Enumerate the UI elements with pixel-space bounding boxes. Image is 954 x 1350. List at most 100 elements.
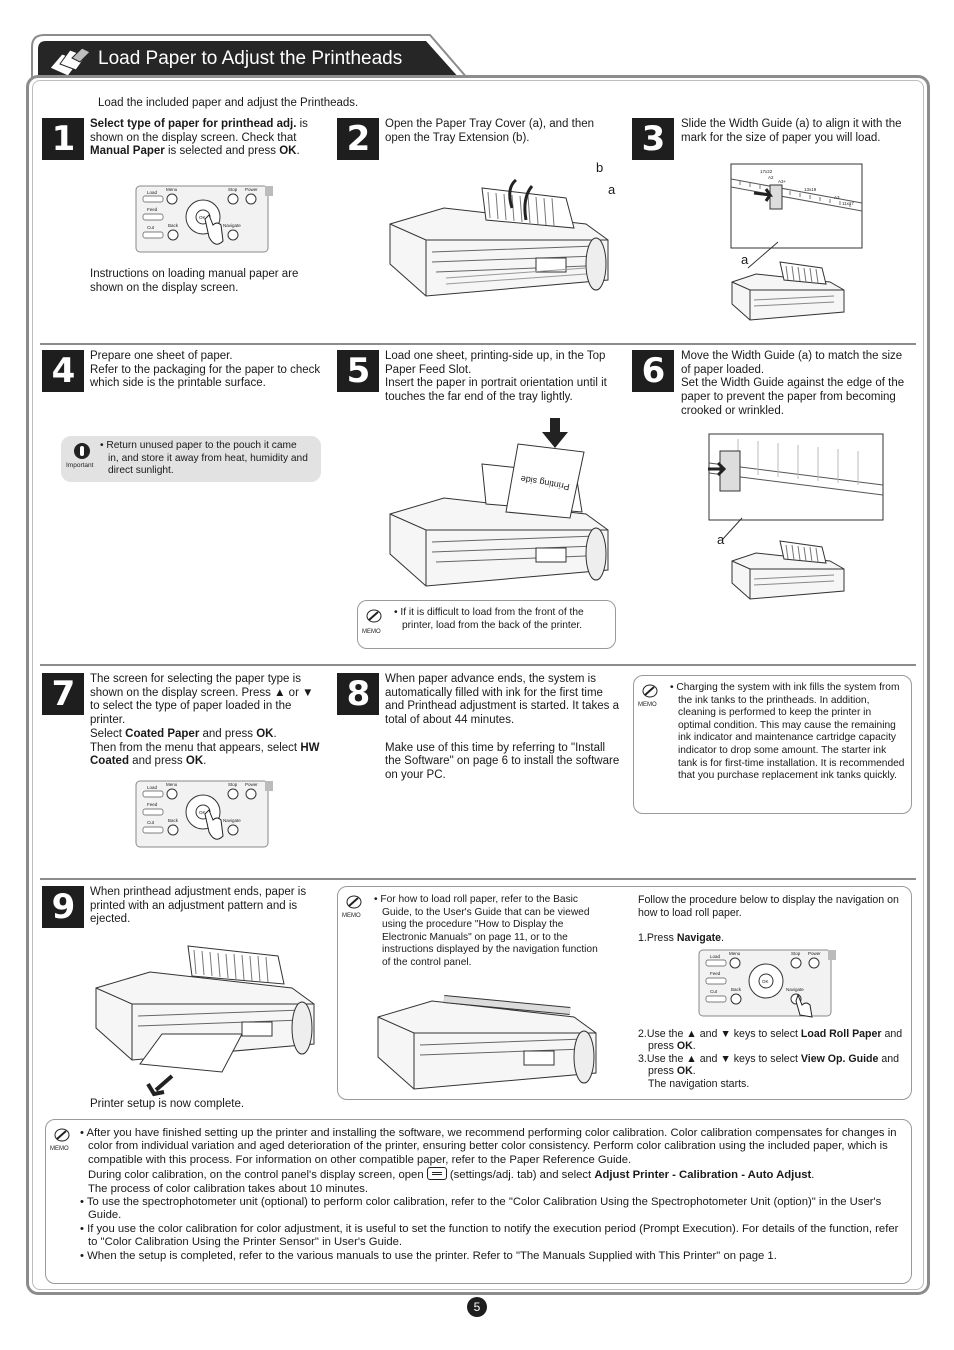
step-8-text: When paper advance ends, the system is a… (385, 673, 620, 783)
important-label: Important (66, 462, 94, 469)
nav-step-2b: Load Roll Paper (800, 1028, 882, 1040)
panel-feed-label: Feed (710, 971, 721, 976)
step-8-text-2: Make use of this time by referring to "I… (385, 741, 620, 781)
step-5-text: Load one sheet, printing-side up, in the… (385, 350, 607, 404)
label-b: b (596, 160, 604, 175)
nav-step-1c: . (721, 931, 724, 944)
width-mark-17x22: 17x22 (760, 169, 773, 174)
divider (40, 664, 916, 666)
panel-stop-label: Stop (228, 782, 238, 787)
memo-text-step8: • Charging the system with ink fills the… (670, 682, 905, 782)
panel-stop-label: Stop (228, 187, 238, 192)
panel-menu-label: Menu (729, 951, 741, 956)
panel-power-label: Power (245, 187, 258, 192)
small-printer-illustration (731, 261, 845, 321)
book-icon (49, 47, 91, 77)
step-7-bold-1: Coated Paper (125, 727, 200, 740)
nav-step-3e: . (692, 1065, 696, 1078)
step-7-text-2e: . (273, 727, 277, 740)
panel-load-label: Load (147, 785, 158, 790)
content-frame-inner (32, 80, 924, 1290)
bottom-memo-bullet-4: • When the setup is completed, refer to … (80, 1249, 777, 1262)
important-note: Important • Return unused paper to the p… (61, 436, 321, 482)
intro-text: Load the included paper and adjust the P… (98, 97, 359, 109)
settings-tab-icon (426, 1167, 447, 1181)
setup-complete-text: Printer setup is now complete. (90, 1098, 245, 1110)
panel-load-label: Load (710, 954, 721, 959)
step-1-bold-3: OK (279, 145, 297, 158)
panel-feed-label: Feed (147, 802, 158, 807)
step-7-text-3c: and press (128, 755, 186, 768)
printer-roll-illustration (377, 995, 597, 1090)
width-guide-pointer-line (721, 517, 743, 541)
step-8-text-1: When paper advance ends, the system is a… (385, 673, 619, 727)
printer-eject-illustration (95, 945, 315, 1097)
width-mark-11x17: 11x17 (842, 201, 854, 206)
panel-menu-label: Menu (166, 782, 178, 787)
panel-ok-label: OK (762, 979, 769, 984)
panel-back-label: Back (168, 818, 179, 823)
panel-power-label: Power (245, 782, 258, 787)
width-guide-closeup-illustration: 17x22 A2 A3+ 13x19 A3 11x17 (730, 163, 863, 249)
nav-step-2a: 2.Use the ▲ and ▼ keys to select (638, 1028, 801, 1040)
panel-cut-label: Cut (147, 225, 155, 230)
panel-navigate-label: Navigate (223, 223, 241, 228)
panel-load-label: Load (147, 190, 158, 195)
step-7-bold-3: HW Coated (90, 741, 320, 768)
step-6-text: Move the Width Guide (a) to match the si… (681, 350, 905, 417)
control-panel-illustration: Load Menu Stop Power Feed Cut OK Back Na… (135, 185, 273, 253)
page-title: Load Paper to Adjust the Printheads (98, 48, 403, 69)
step-1-text-c: . (296, 145, 300, 158)
memo-label: MEMO (638, 702, 657, 708)
navigation-instructions: Follow the procedure below to display th… (638, 894, 903, 944)
panel-back-label: Back (731, 987, 742, 992)
label-a: a (741, 252, 749, 267)
nav-step-2: 2.Use the ▲ and ▼ keys to select Load Ro… (638, 1028, 903, 1053)
title-tab (31, 34, 470, 80)
step-1-text-b: is selected and press (164, 145, 280, 158)
bottom-memo-1b-pre: During color calibration, on the control… (88, 1169, 427, 1182)
divider (40, 343, 916, 345)
nav-step-3b: View Op. Guide (800, 1052, 879, 1065)
panel-menu-label: Menu (166, 187, 178, 192)
memo-pencil-icon (346, 895, 362, 909)
step-7-text-3: Then from the menu that appears, select … (90, 742, 324, 769)
step-7-bold-4: OK (185, 755, 204, 768)
nav-step-2c: and press (648, 1028, 903, 1053)
nav-step-1b: Navigate (676, 931, 722, 944)
step-number-1: 1 (42, 118, 84, 160)
memo-text-step9: • For how to load roll paper, refer to t… (374, 894, 598, 968)
memo-label: MEMO (362, 629, 381, 635)
divider (40, 878, 916, 880)
page-number: 5 (467, 1297, 487, 1317)
memo-label: MEMO (50, 1146, 69, 1152)
control-panel-navigate-illustration: Load Menu Stop Power Feed Cut OK Back Na… (698, 949, 836, 1018)
step-1-bold-2: Manual Paper (90, 145, 165, 158)
step-7-text-2: Select Coated Paper and press OK. (90, 728, 324, 742)
step-7-text: The screen for selecting the paper type … (90, 673, 324, 769)
printer-load-paper-illustration: Printing side (389, 418, 609, 587)
bottom-memo-bullet-1c: The process of color calibration takes a… (88, 1182, 369, 1195)
step-number-5: 5 (337, 350, 379, 392)
step-1-text-a: is shown on the display screen. Check th… (90, 118, 308, 144)
nav-step-1: 1.Press Navigate. (638, 932, 903, 945)
spacer (638, 920, 903, 932)
label-a: a (608, 182, 616, 197)
panel-cut-label: Cut (710, 989, 718, 994)
step-number-8: 8 (337, 673, 379, 715)
nav-step-2e: . (692, 1040, 696, 1053)
panel-ok-label: OK (199, 810, 206, 815)
step-9-text: When printhead adjustment ends, paper is… (90, 886, 307, 926)
panel-stop-label: Stop (791, 951, 801, 956)
panel-navigate-label: Navigate (786, 987, 804, 992)
step-number-7: 7 (42, 673, 84, 715)
bottom-memo-1b-bold: Adjust Printer - Calibration - Auto Adju… (594, 1169, 812, 1182)
nav-step-2d: OK (676, 1040, 693, 1053)
nav-step-3: 3.Use the ▲ and ▼ keys to select View Op… (638, 1053, 903, 1078)
panel-navigate-label: Navigate (223, 818, 241, 823)
panel-ok-label: OK (199, 215, 206, 220)
memo-note-step8: MEMO • Charging the system with ink fill… (633, 675, 912, 814)
bottom-memo: MEMO • After you have finished setting u… (45, 1119, 912, 1284)
panel-cut-label: Cut (147, 820, 155, 825)
memo-note-step5: MEMO • If it is difficult to load from t… (357, 600, 616, 649)
